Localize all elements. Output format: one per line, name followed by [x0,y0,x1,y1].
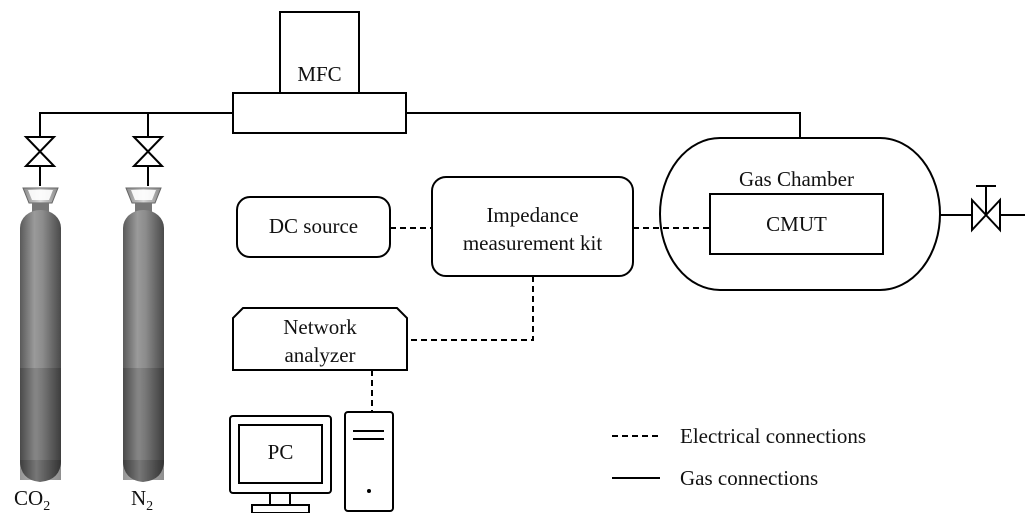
gas-lines [39,112,1025,216]
cylinder-n2 [123,187,164,482]
mfc-base [232,92,407,134]
gas-line-mfc-to-chamber [406,112,801,138]
elec-kit-to-analyzer [407,276,534,341]
network-analyzer-box [232,307,408,371]
pc-tower [344,411,394,512]
legend-markers [612,435,660,479]
mfc-unit [232,11,407,134]
cylinder-n2-gas: N [131,486,147,510]
pc-screen [238,424,323,484]
pc-icon [229,411,394,513]
cmut-label: CMUT [766,212,827,236]
valve-outlet [971,185,1001,233]
cylinder-co2-subscript: 2 [43,499,51,514]
mfc-label: MFC [297,62,342,86]
cylinder-co2-label: CO2 [14,486,51,514]
cylinder-n2-label: N2 [131,486,154,514]
pc-stand [251,504,310,513]
gas-chamber-label: Gas Chamber [739,167,854,191]
impedance-kit-label-1: Impedance [486,203,579,227]
valve-n2 [131,136,165,167]
gas-line-co2-to-mfc [39,112,233,137]
mfc-box [279,11,360,94]
pc-label: PC [267,440,294,464]
valve-co2 [23,136,57,167]
network-analyzer-label-1: Network [283,315,357,339]
cylinder-co2-gas: CO [14,486,44,510]
cylinder-co2 [20,187,61,482]
impedance-kit-label-2: measurement kit [462,231,603,255]
network-analyzer-label-2: analyzer [284,343,356,367]
valves [23,136,1001,233]
cmut-box [709,193,884,255]
legend-electrical-label: Electrical connections [680,424,866,448]
electrical-lines [371,227,710,412]
legend-gas-label: Gas connections [680,466,819,490]
cylinder-n2-subscript: 2 [146,499,154,514]
dc-source-label: DC source [268,214,359,238]
